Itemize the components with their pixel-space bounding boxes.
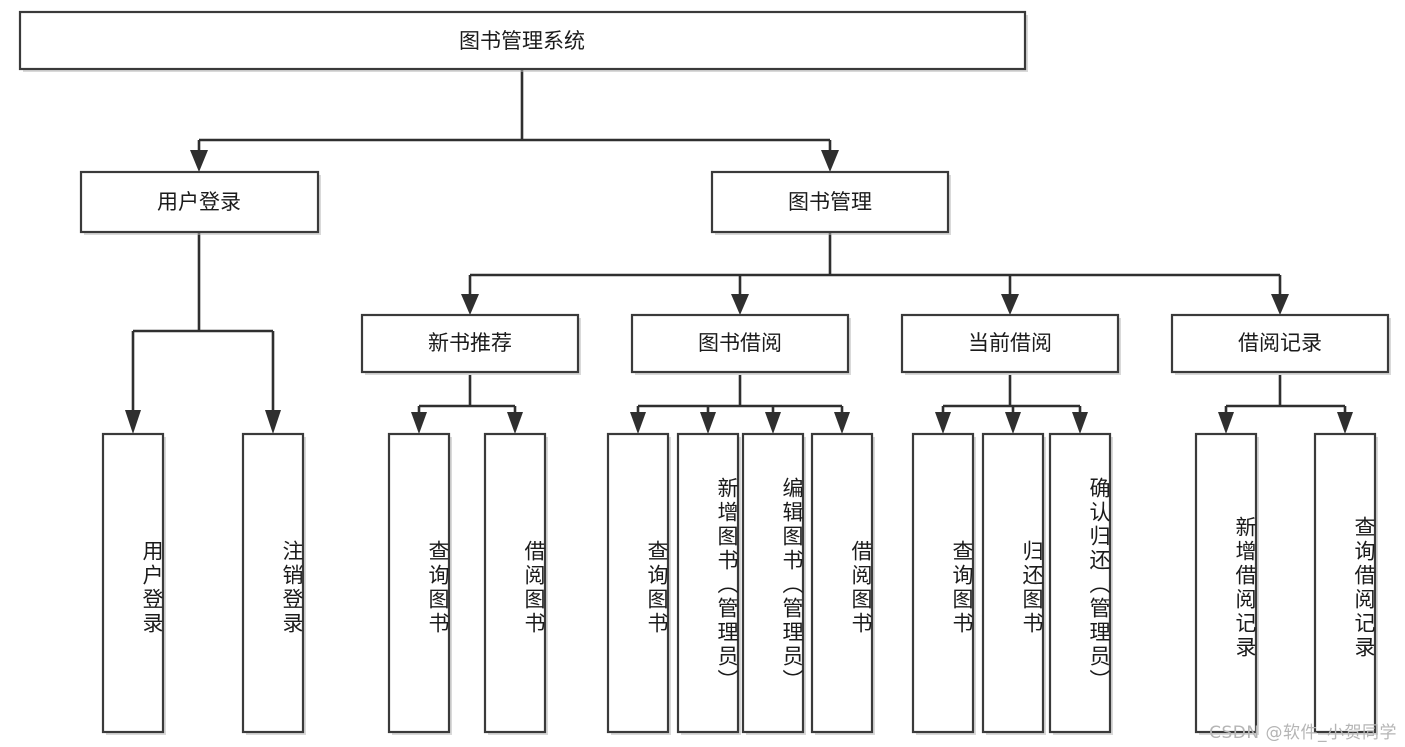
node-new-book-recommend-label: 新书推荐 — [428, 331, 512, 355]
arrow-head-leaf-borrow-record-2 — [1337, 412, 1353, 434]
leaf-box-new-book-1[interactable] — [387, 432, 451, 734]
node-book-management[interactable]: 图书管理 — [710, 170, 951, 235]
arrow-head-book-mgmt — [821, 150, 839, 172]
node-user-login-label: 用户登录 — [157, 190, 241, 214]
connector-group-borrow-record — [1218, 375, 1353, 434]
leaf-box-book-borrow-3[interactable] — [741, 432, 805, 734]
leaf-box-current-borrow-3[interactable] — [1048, 432, 1112, 734]
node-user-login[interactable]: 用户登录 — [79, 170, 321, 235]
arrow-head-leaf-book-borrow-1 — [630, 412, 646, 434]
leaf-box-user-login-1[interactable] — [101, 432, 165, 734]
arrow-head-leaf-user-login-1 — [125, 410, 141, 434]
connector-group-user-login — [125, 232, 281, 434]
arrow-head-leaf-user-login-2 — [265, 410, 281, 434]
arrow-head-book-borrow — [731, 294, 749, 315]
node-new-book-recommend[interactable]: 新书推荐 — [360, 313, 581, 375]
connector-group-root — [190, 69, 839, 172]
arrow-head-leaf-book-borrow-3 — [765, 412, 781, 434]
leaf-box-book-borrow-2[interactable] — [676, 432, 740, 734]
connector-group-current-borrow — [935, 375, 1088, 434]
leaf-group-new-book-recommend — [387, 432, 548, 735]
node-root-label: 图书管理系统 — [459, 29, 585, 53]
leaf-group-user-login — [101, 432, 306, 735]
node-root[interactable]: 图书管理系统 — [18, 10, 1028, 72]
connector-group-book-mgmt — [461, 232, 1289, 315]
arrow-head-leaf-borrow-record-1 — [1218, 412, 1234, 434]
arrow-head-leaf-new-book-1 — [411, 412, 427, 434]
leaf-group-book-borrow — [606, 432, 875, 735]
leaf-group-current-borrow — [911, 432, 1113, 735]
arrow-head-leaf-current-borrow-1 — [935, 412, 951, 434]
leaf-box-book-borrow-4[interactable] — [810, 432, 874, 734]
leaf-box-user-login-2[interactable] — [241, 432, 305, 734]
arrow-head-current-borrow — [1001, 294, 1019, 315]
leaf-box-book-borrow-1[interactable] — [606, 432, 670, 734]
arrow-head-leaf-book-borrow-2 — [700, 412, 716, 434]
leaf-box-borrow-record-1[interactable] — [1194, 432, 1258, 734]
node-book-borrow[interactable]: 图书借阅 — [630, 313, 851, 375]
arrow-head-leaf-current-borrow-3 — [1072, 412, 1088, 434]
leaf-box-current-borrow-2[interactable] — [981, 432, 1045, 734]
connector-group-new-book — [411, 375, 523, 434]
arrow-head-leaf-book-borrow-4 — [834, 412, 850, 434]
arrow-head-user-login — [190, 150, 208, 172]
arrow-head-new-book — [461, 294, 479, 315]
leaf-box-borrow-record-2[interactable] — [1313, 432, 1377, 734]
node-current-borrow-label: 当前借阅 — [968, 331, 1052, 355]
node-book-borrow-label: 图书借阅 — [698, 331, 782, 355]
leaf-group-borrow-record — [1194, 432, 1378, 735]
node-borrow-record-label: 借阅记录 — [1238, 331, 1322, 355]
arrow-head-borrow-record — [1271, 294, 1289, 315]
connector-group-book-borrow — [630, 375, 850, 434]
arrow-head-leaf-new-book-2 — [507, 412, 523, 434]
leaf-box-current-borrow-1[interactable] — [911, 432, 975, 734]
node-book-management-label: 图书管理 — [788, 190, 872, 214]
watermark-text: CSDN @软件_小贺同学 — [1209, 723, 1397, 743]
leaf-box-new-book-2[interactable] — [483, 432, 547, 734]
node-borrow-record[interactable]: 借阅记录 — [1170, 313, 1391, 375]
arrow-head-leaf-current-borrow-2 — [1005, 412, 1021, 434]
node-current-borrow[interactable]: 当前借阅 — [900, 313, 1121, 375]
